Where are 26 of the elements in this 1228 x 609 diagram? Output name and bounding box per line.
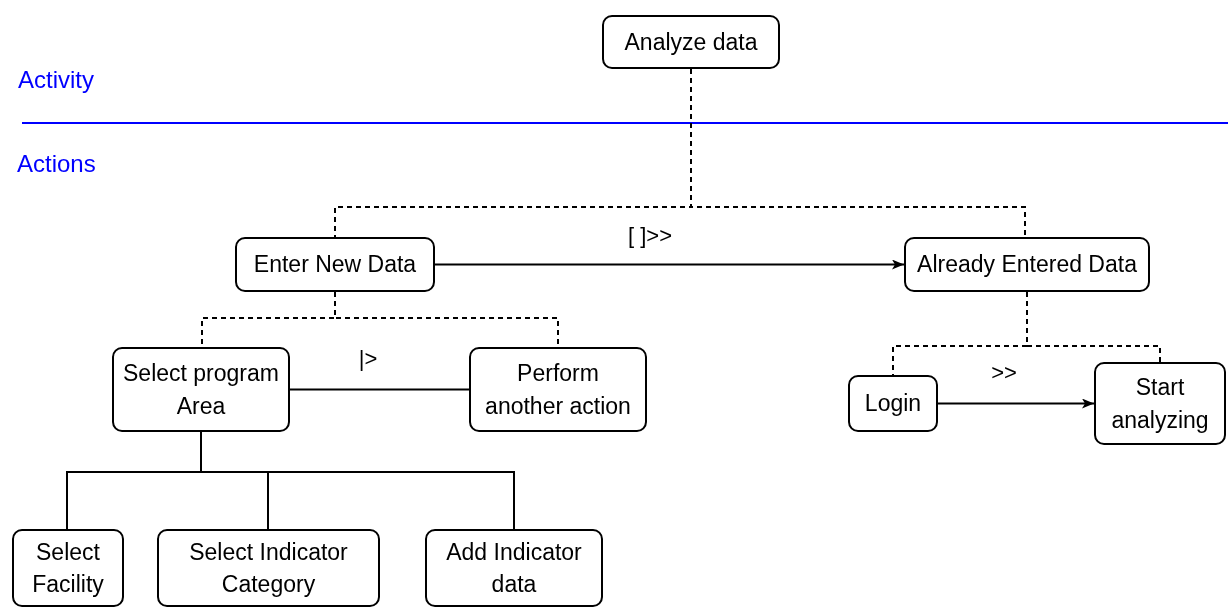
action-label: Analyze data bbox=[624, 27, 758, 57]
connector-line bbox=[289, 388, 470, 391]
action-box bbox=[12, 529, 124, 607]
action-box bbox=[157, 529, 380, 607]
action-label: Select Facility bbox=[31, 537, 105, 599]
action-box bbox=[469, 347, 647, 432]
action-label: Enter New Data bbox=[253, 250, 417, 280]
action-box bbox=[848, 375, 938, 432]
action-label: Login bbox=[864, 389, 922, 419]
swimlane-label: Actions bbox=[17, 152, 96, 176]
swimlane-label: Activity bbox=[18, 68, 94, 92]
action-box bbox=[1094, 362, 1226, 445]
action-label: Add Indicator data bbox=[445, 537, 583, 599]
action-label: Already Entered Data bbox=[917, 250, 1137, 280]
action-label: Start analyzing bbox=[1110, 373, 1210, 435]
action-box bbox=[904, 237, 1150, 292]
action-label: Select Indicator Category bbox=[188, 537, 349, 599]
action-label: Select program Area bbox=[122, 359, 280, 421]
action-box bbox=[112, 347, 290, 432]
connector-line bbox=[1026, 291, 1161, 363]
action-label: Perform another action bbox=[484, 359, 632, 421]
arrow bbox=[434, 259, 905, 270]
action-box bbox=[425, 529, 603, 607]
action-box bbox=[602, 15, 780, 69]
action-box bbox=[235, 237, 435, 292]
arrow bbox=[937, 398, 1095, 409]
